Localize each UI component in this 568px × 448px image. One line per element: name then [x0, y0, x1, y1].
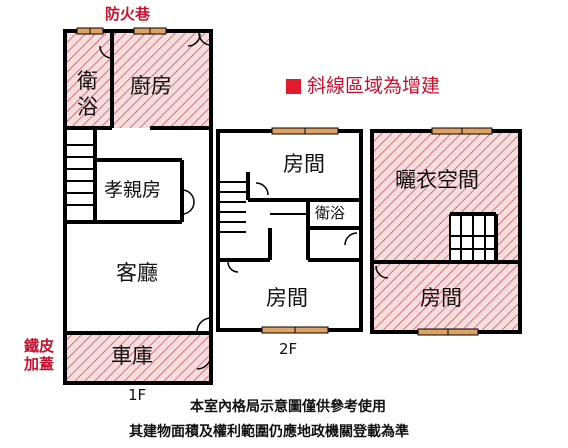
room-label-laundry: 曬衣空間: [395, 168, 479, 192]
stairs-1f: [67, 144, 93, 206]
room-label-bathroom-1f: 衛浴: [77, 69, 98, 119]
room-label-bathroom-2f: 衛浴: [315, 204, 346, 222]
room-label-room-3f: 房間: [420, 286, 462, 310]
room-label-garage: 車庫: [111, 344, 153, 368]
windows-3f: [417, 127, 493, 336]
floor-2f-plan: [216, 127, 363, 334]
floor-1f-plan: [63, 27, 213, 385]
room-label-elder-room: 孝親房: [104, 179, 162, 201]
stairs-3f: [449, 214, 496, 262]
doors-2f: [227, 182, 358, 273]
room-label-room-2f-bottom: 房間: [266, 286, 308, 310]
legend-text: 斜線區域為增建: [307, 75, 441, 97]
legend-swatch: [286, 79, 301, 94]
doors-1f: [99, 32, 212, 370]
floor-label-1f: 1F: [128, 386, 147, 404]
stairs-2f: [220, 181, 306, 233]
room-label-living-room: 客廳: [116, 261, 158, 285]
room-label-kitchen: 廚房: [130, 74, 172, 98]
windows-1f: [76, 27, 167, 35]
bathroom-1f-extension-area: [66, 33, 112, 128]
side-label-line2: 加蓋: [24, 355, 55, 373]
fire-lane-label: 防火巷: [105, 5, 151, 23]
windows-2f: [261, 127, 339, 334]
kitchen-extension-area: [113, 33, 211, 128]
doors-3f: [375, 265, 389, 279]
floor-3f-plan: [370, 127, 522, 336]
side-label-line1: 鐵皮: [24, 337, 55, 355]
disclaimer-line1: 本室內格局示意圖僅供參考使用: [190, 399, 386, 415]
disclaimer-line2: 其建物面積及權利範圍仍應地政機關登載為準: [129, 424, 409, 440]
room-label-room-2f-top: 房間: [283, 152, 325, 176]
garage-extension-area: [66, 333, 211, 383]
floor-label-2f: 2F: [279, 340, 298, 358]
